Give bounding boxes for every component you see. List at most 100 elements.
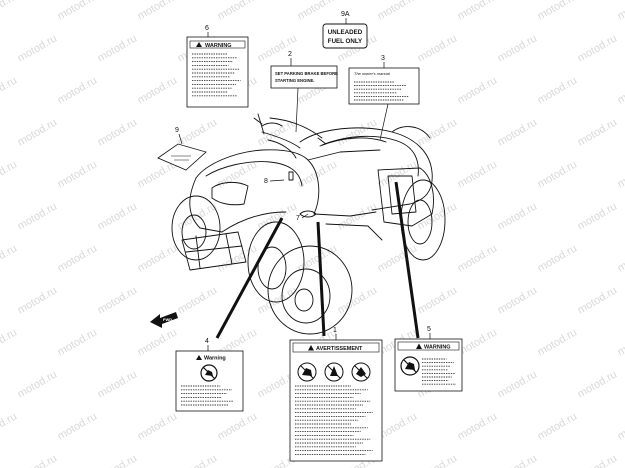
label-1-pictograms (297, 362, 371, 382)
watermark-text: motod.ru (536, 74, 580, 106)
label-2-parking-brake[interactable]: SET PARKING BRAKE BEFORE STARTING ENGINE… (270, 65, 338, 89)
watermark-text: motod.ru (496, 452, 540, 468)
watermark-text: motod.ru (576, 116, 620, 148)
watermark-text: motod.ru (416, 452, 460, 468)
watermark-text: motod.ru (0, 410, 19, 442)
watermark-text: motod.ru (56, 242, 100, 274)
watermark-text: motod.ru (176, 452, 220, 468)
label-9a-line2: FUEL ONLY (328, 38, 363, 45)
watermark-text: motod.ru (496, 32, 540, 64)
watermark-text: motod.ru (456, 0, 500, 23)
atv-illustration (171, 113, 446, 335)
watermark-text: motod.ru (536, 158, 580, 190)
watermark-text: motod.ru (56, 158, 100, 190)
warning-triangle-icon (416, 343, 422, 349)
watermark-text: motod.ru (616, 410, 625, 442)
watermark-text: motod.ru (336, 200, 380, 232)
watermark-text: motod.ru (296, 0, 340, 23)
watermark-text: motod.ru (616, 242, 625, 274)
watermark-text: motod.ru (376, 0, 420, 23)
label-4-warning[interactable]: Warning (175, 350, 244, 412)
part-number-1: 1 (333, 327, 337, 334)
watermark-text: motod.ru (216, 158, 260, 190)
label-4-text-lines (181, 385, 234, 406)
watermark-text: motod.ru (136, 410, 180, 442)
watermark-text: motod.ru (456, 158, 500, 190)
forward-arrow-icon: FWD (150, 312, 178, 328)
watermark-text: motod.ru (0, 158, 19, 190)
watermark-text: motod.ru (576, 284, 620, 316)
watermark-text: motod.ru (536, 0, 580, 23)
watermark-text: motod.ru (496, 368, 540, 400)
part-number-5: 5 (427, 326, 431, 333)
watermark-text: motod.ru (536, 410, 580, 442)
watermark-text: motod.ru (456, 74, 500, 106)
watermark-text: motod.ru (136, 74, 180, 106)
label-1-text-lines (295, 385, 373, 455)
part-number-9: 9 (175, 127, 179, 134)
watermark-text: motod.ru (136, 0, 180, 23)
label-9a-unleaded[interactable]: UNLEADED FUEL ONLY (322, 23, 368, 49)
leader-5 (394, 181, 420, 339)
watermark-text: motod.ru (56, 0, 100, 23)
forward-arrow-text: FWD (163, 317, 172, 322)
label-1-avertissement[interactable]: AVERTISSEMENT (289, 339, 383, 462)
watermark-text: motod.ru (216, 0, 260, 23)
watermark-text: motod.ru (616, 74, 625, 106)
watermark-text: motod.ru (216, 410, 260, 442)
watermark-text: motod.ru (536, 242, 580, 274)
watermark-text: motod.ru (96, 368, 140, 400)
watermark-text: motod.ru (576, 32, 620, 64)
part-number-9a: 9A (341, 11, 350, 18)
watermark-text: motod.ru (96, 284, 140, 316)
watermark-text: motod.ru (616, 158, 625, 190)
label-3-title: The owner's manual (354, 71, 390, 76)
watermark-text: motod.ru (416, 116, 460, 148)
part-number-7: 7 (296, 215, 300, 222)
watermark-text: motod.ru (16, 32, 60, 64)
label-1-title: AVERTISSEMENT (316, 346, 363, 352)
watermark-text: motod.ru (496, 116, 540, 148)
watermark-text: motod.ru (376, 242, 420, 274)
warning-triangle-icon (308, 345, 314, 351)
watermark-text: motod.ru (96, 452, 140, 468)
watermark-text: motod.ru (16, 116, 60, 148)
watermark-text: motod.ru (176, 284, 220, 316)
leader-4 (215, 217, 284, 339)
label-4-title: Warning (204, 356, 226, 362)
watermark-text: motod.ru (336, 284, 380, 316)
watermark-text: motod.ru (496, 200, 540, 232)
label-9-sticker[interactable] (157, 143, 207, 171)
label-3-owners-manual[interactable]: The owner's manual (348, 67, 420, 105)
leader-1 (316, 221, 326, 337)
watermark-text: motod.ru (416, 284, 460, 316)
watermark-text: motod.ru (536, 326, 580, 358)
watermark-text: motod.ru (336, 116, 380, 148)
watermark-text: motod.ru (16, 284, 60, 316)
label-5-title: WARNING (424, 345, 451, 351)
watermark-text: motod.ru (16, 200, 60, 232)
warning-triangle-icon (196, 42, 202, 47)
watermark-text: motod.ru (96, 32, 140, 64)
label-6-warning[interactable]: WARNING (186, 36, 249, 108)
watermark-text: motod.ru (56, 74, 100, 106)
watermark-text: motod.ru (616, 326, 625, 358)
watermark-text: motod.ru (0, 0, 19, 23)
part-number-4: 4 (205, 338, 209, 345)
part-number-3: 3 (381, 55, 385, 62)
watermark-text: motod.ru (576, 452, 620, 468)
watermark-text: motod.ru (576, 200, 620, 232)
part-number-8: 8 (264, 178, 268, 185)
watermark-text: motod.ru (0, 242, 19, 274)
label-6-text-lines (192, 53, 241, 97)
watermark-text: motod.ru (416, 200, 460, 232)
label-5-warning[interactable]: WARNING (394, 338, 463, 392)
watermark-text: motod.ru (256, 32, 300, 64)
label-2-line2: STARTING ENGINE. (275, 78, 314, 83)
watermark-text: motod.ru (576, 368, 620, 400)
watermark-text: motod.ru (16, 368, 60, 400)
watermark-text: motod.ru (16, 452, 60, 468)
watermark-text: motod.ru (56, 326, 100, 358)
part-number-6: 6 (205, 25, 209, 32)
